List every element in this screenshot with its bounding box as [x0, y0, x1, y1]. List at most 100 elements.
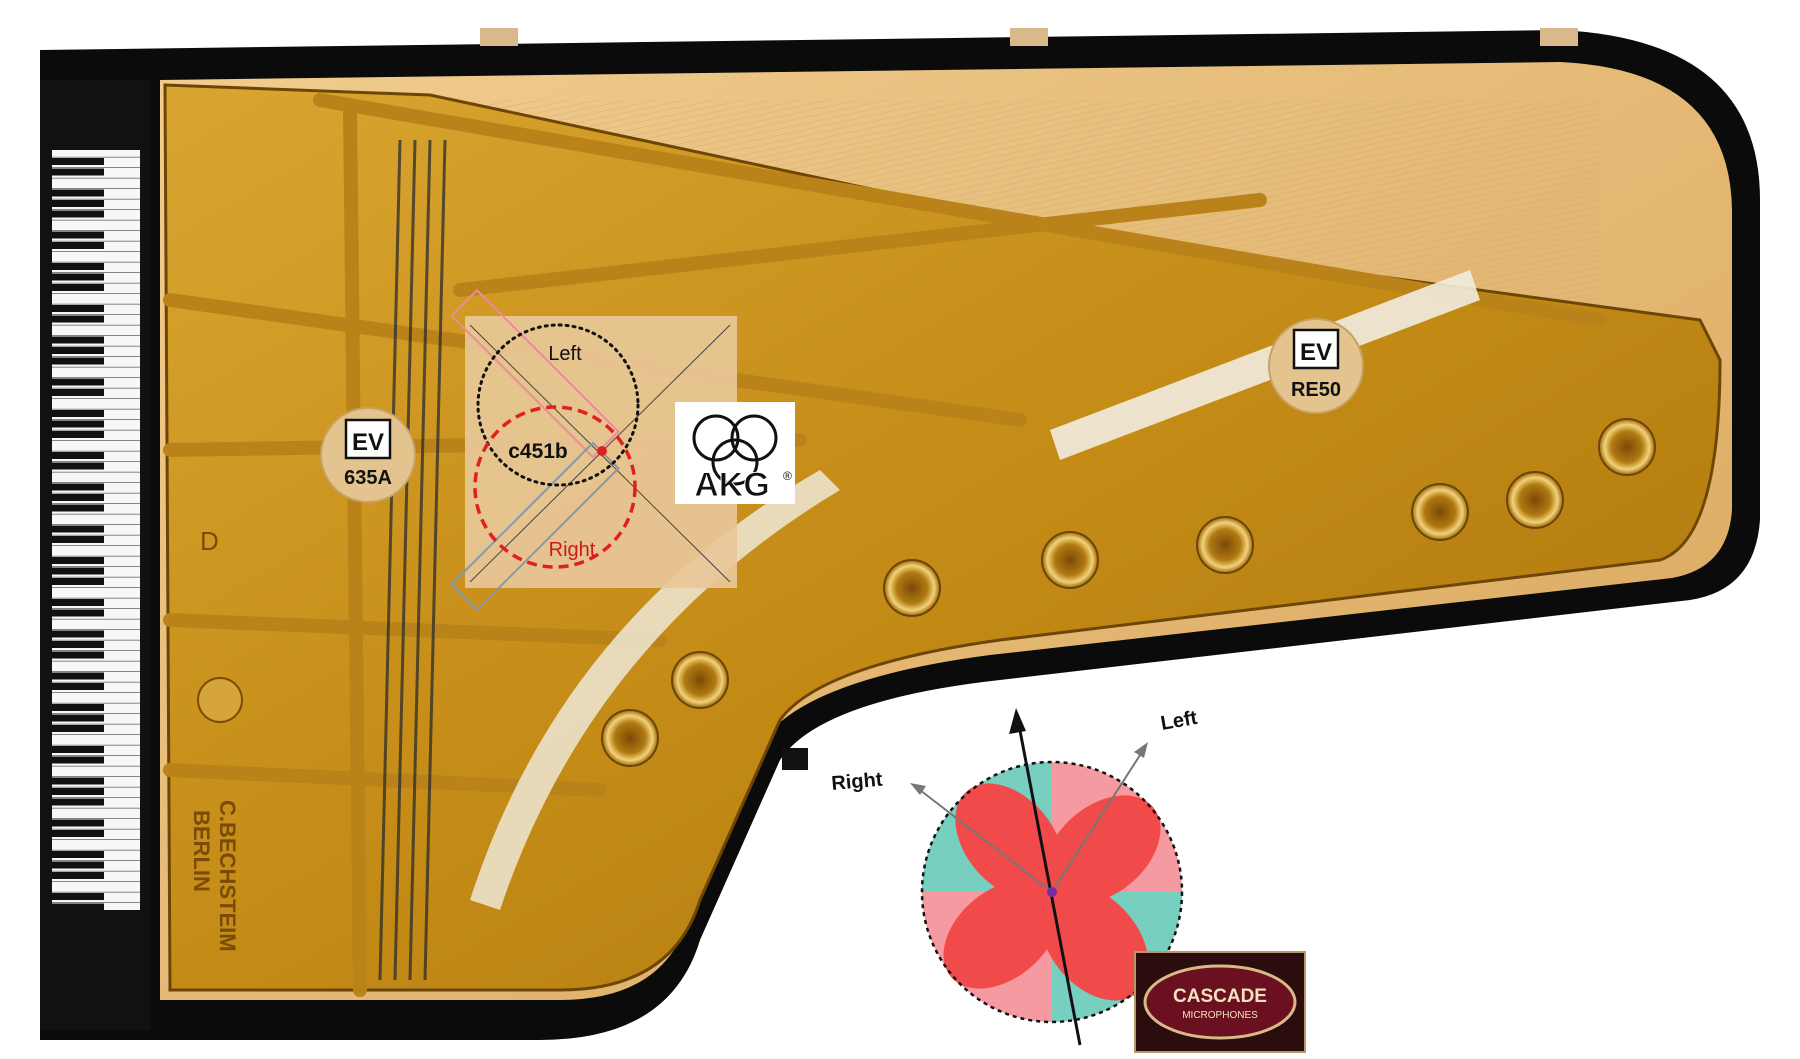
- black-key: [52, 567, 104, 575]
- black-key: [52, 704, 104, 711]
- plate-hole: [883, 559, 941, 617]
- black-key: [52, 410, 104, 417]
- black-key: [52, 609, 104, 617]
- plate-letter: D: [200, 526, 219, 556]
- black-key: [52, 168, 104, 176]
- mic-model-label: 635A: [344, 467, 392, 489]
- black-key: [52, 893, 104, 900]
- lid-hinge: [480, 28, 518, 46]
- black-key: [52, 357, 104, 365]
- plate-hole: [671, 651, 729, 709]
- cascade-right-label: Right: [831, 769, 884, 795]
- bass-strings: [378, 139, 447, 981]
- damper-row: [1050, 270, 1480, 460]
- black-key: [52, 851, 104, 858]
- mic-badge-ev-635a: EV 635A: [320, 407, 416, 503]
- black-key: [52, 305, 104, 312]
- black-key: [52, 903, 104, 911]
- plate-hole: [601, 709, 659, 767]
- black-key: [52, 714, 104, 722]
- plate-medallion: [197, 677, 243, 723]
- mic-center-dot: [597, 446, 607, 456]
- black-key: [52, 389, 104, 396]
- akg-left-label: Left: [548, 343, 582, 365]
- plate-hole: [1598, 418, 1656, 476]
- front-axis-line: [1016, 719, 1082, 1046]
- front-arrow-icon: [1009, 708, 1026, 734]
- black-key: [52, 347, 104, 354]
- maker-name: C.BECHSTEIM: [215, 800, 240, 952]
- plate-hole: [1411, 483, 1469, 541]
- black-key: [52, 431, 104, 438]
- left-axis-line: [1051, 751, 1143, 893]
- black-key: [52, 210, 104, 218]
- plate-holes: [601, 418, 1656, 767]
- right-axis-line: [919, 789, 1053, 893]
- right-polar-circle: [473, 405, 637, 569]
- cascade-logo-line1: CASCADE: [1173, 986, 1267, 1007]
- black-key: [52, 452, 104, 459]
- black-key: [52, 273, 104, 281]
- plate-hole: [1041, 531, 1099, 589]
- black-key: [52, 242, 104, 249]
- black-key: [52, 830, 104, 837]
- mic-capsule-outline: [450, 441, 620, 612]
- cascade-logo-line2: MICROPHONES: [1182, 1010, 1258, 1021]
- ev-logo-icon: [344, 418, 392, 460]
- pedal-icon: [782, 748, 808, 770]
- black-keys: [52, 158, 104, 911]
- black-key: [52, 420, 104, 428]
- black-key: [52, 641, 104, 648]
- black-key: [52, 462, 104, 470]
- plate-hole: [1196, 516, 1254, 574]
- black-key: [52, 315, 104, 323]
- akg-logo: AKG ®: [675, 402, 795, 505]
- lid-hinge: [1010, 28, 1048, 46]
- black-key: [52, 483, 104, 491]
- cascade-logo: CASCADE MICROPHONES: [1134, 951, 1306, 1053]
- lid-hinge: [1540, 28, 1578, 46]
- mic-capsule-outline: [450, 288, 620, 459]
- ev-logo-text: EV: [1300, 339, 1332, 366]
- left-polar-circle: [476, 323, 640, 487]
- plate-hole: [1506, 471, 1564, 529]
- polar-center-dot: [1047, 887, 1057, 897]
- black-key: [52, 557, 104, 564]
- left-arrow-icon: [1134, 742, 1148, 758]
- black-key: [52, 189, 104, 197]
- black-key: [52, 746, 104, 753]
- black-key: [52, 683, 104, 690]
- black-key: [52, 756, 104, 764]
- black-key: [52, 725, 104, 732]
- mic-badge-ev-re50: EV RE50: [1268, 318, 1364, 414]
- black-key: [52, 494, 104, 501]
- maker-city: BERLIN: [189, 810, 214, 892]
- black-key: [52, 819, 104, 827]
- registered-mark: ®: [783, 469, 792, 483]
- black-key: [52, 578, 104, 585]
- damper-row: [470, 470, 840, 910]
- black-key: [52, 788, 104, 795]
- ev-logo-text: EV: [352, 429, 384, 456]
- polar-dashed-ring: [920, 760, 1184, 1024]
- black-key: [52, 861, 104, 869]
- akg-logo-text: AKG: [694, 466, 770, 504]
- black-key: [52, 599, 104, 606]
- black-key: [52, 504, 104, 512]
- black-key: [52, 798, 104, 806]
- cascade-left-label: Left: [1159, 707, 1199, 735]
- black-key: [52, 630, 104, 638]
- mic-model-label: RE50: [1291, 379, 1341, 401]
- right-arrow-icon: [910, 783, 926, 795]
- black-key: [52, 378, 104, 386]
- black-key: [52, 336, 104, 344]
- akg-right-label: Right: [549, 539, 596, 561]
- black-key: [52, 158, 104, 165]
- black-key: [52, 777, 104, 785]
- black-key: [52, 263, 104, 270]
- akg-model-label: c451b: [508, 440, 568, 463]
- black-key: [52, 651, 104, 659]
- ev-logo-icon: [1292, 328, 1340, 370]
